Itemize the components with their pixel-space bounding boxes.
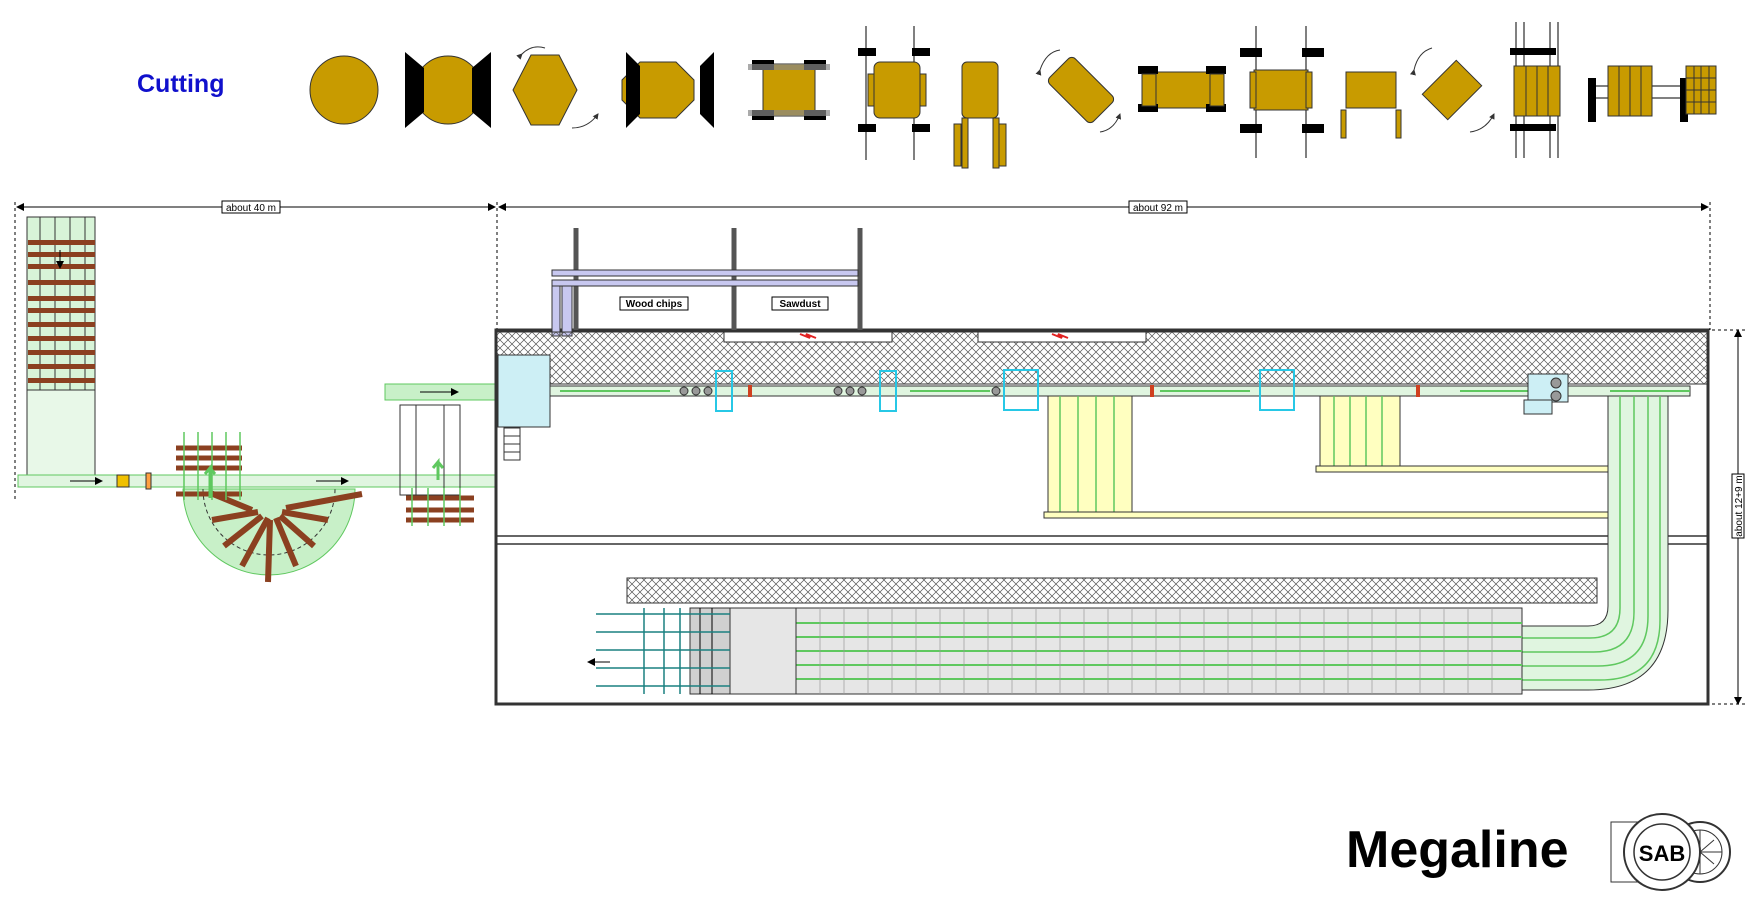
hatched-chip-conveyor-bottom <box>626 577 1598 604</box>
dimension-label-height: about 12+9 m <box>1734 475 1745 536</box>
log-section-round <box>309 55 379 125</box>
profiler-1 <box>1003 369 1039 411</box>
log-scanner <box>116 474 130 488</box>
cant-chipped <box>1138 66 1226 112</box>
cant-rotated-1 <box>1035 49 1122 133</box>
chipper-canter-2 <box>879 370 897 412</box>
log-conveyor <box>17 472 497 490</box>
main-product-return-conveyor <box>1519 395 1669 691</box>
log-section-chipped-2-sides <box>405 52 491 128</box>
board-splitting <box>1588 65 1696 122</box>
log-section-chipped-4-sides <box>621 52 714 128</box>
chipper-canter-1 <box>715 370 733 412</box>
extraction-ducts: Wood chips Sawdust <box>551 228 863 337</box>
log-section-rotated-1 <box>512 46 599 129</box>
main-saw-line <box>497 354 1691 461</box>
green-chain-sorting <box>587 607 1523 695</box>
cant-rotated-2 <box>1409 47 1495 133</box>
multi-rip-saw <box>1527 373 1569 403</box>
sawmill-building <box>494 328 1710 706</box>
cant-with-side-boards <box>953 61 1007 169</box>
cant-with-side-boards-2 <box>1340 71 1402 139</box>
dimension-label-40m: about 40 m <box>226 203 276 214</box>
profiler-2 <box>1259 369 1295 411</box>
sab-logo: SAB <box>1610 813 1731 891</box>
side-board-sorting <box>1043 395 1669 519</box>
dimension-label-92m: about 92 m <box>1133 203 1183 214</box>
cant-profiling <box>1240 26 1324 158</box>
label-sawdust: Sawdust <box>779 299 821 310</box>
hatched-chip-conveyor-top <box>496 331 1708 385</box>
logo-abbreviation: SAB <box>1639 841 1685 866</box>
label-wood-chips: Wood chips <box>626 299 683 310</box>
finished-boards <box>1685 65 1717 115</box>
cutting-title: Cutting <box>137 70 225 98</box>
product-title: Megaline <box>1346 821 1569 879</box>
log-rotary-turner <box>176 432 363 583</box>
cutting-sequence <box>309 22 1717 169</box>
log-deck-infeed <box>26 216 96 478</box>
profiler-heads-1 <box>748 60 830 120</box>
profiler-heads-2 <box>858 26 930 160</box>
multi-rip-saws <box>1510 22 1561 158</box>
dimension-lines: about 40 m about 92 m about 12+9 m <box>14 200 1746 705</box>
log-cross-transfer <box>384 383 498 526</box>
